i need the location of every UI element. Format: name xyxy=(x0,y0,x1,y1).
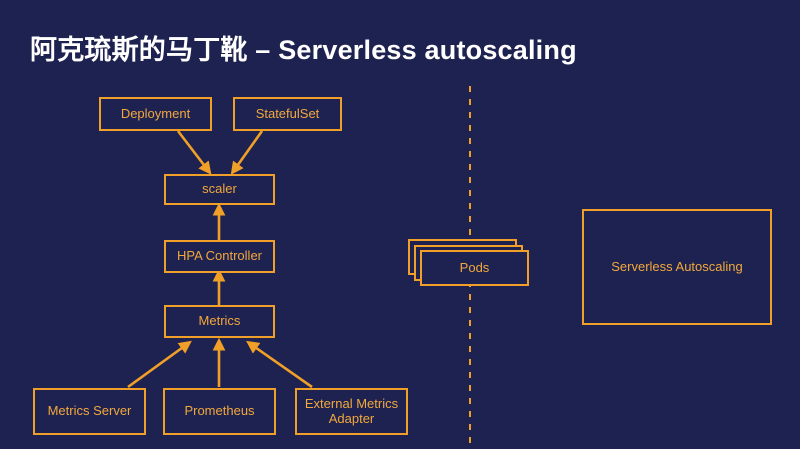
node-prometheus[interactable]: Prometheus xyxy=(163,388,276,435)
node-serverless-autoscaling[interactable]: Serverless Autoscaling xyxy=(582,209,772,325)
node-scaler[interactable]: scaler xyxy=(164,174,275,205)
node-prometheus-label: Prometheus xyxy=(184,403,255,419)
node-pods-label: Pods xyxy=(459,259,490,275)
node-metrics-label: Metrics xyxy=(198,313,241,329)
page-title: 阿克琉斯的马丁靴 – Serverless autoscaling xyxy=(30,35,577,65)
edge-metricsserver-metrics xyxy=(127,340,192,389)
node-deployment-label: Deployment xyxy=(120,105,191,121)
node-external-metrics-adapter-label: External Metrics Adapter xyxy=(304,395,399,426)
edge-deployment-scaler xyxy=(176,130,212,175)
node-metrics[interactable]: Metrics xyxy=(164,305,275,338)
edge-statefulset-scaler xyxy=(230,130,264,175)
node-serverless-autoscaling-label: Serverless Autoscaling xyxy=(611,258,743,274)
node-hpa-controller[interactable]: HPA Controller xyxy=(164,240,275,273)
node-pods[interactable]: Pods xyxy=(420,250,529,286)
node-statefulset-label: StatefulSet xyxy=(255,105,320,121)
node-scaler-label: scaler xyxy=(202,181,237,197)
node-external-metrics-adapter[interactable]: External Metrics Adapter xyxy=(295,388,408,435)
node-metrics-server-label: Metrics Server xyxy=(47,403,132,419)
node-hpa-controller-label: HPA Controller xyxy=(176,248,262,264)
node-deployment[interactable]: Deployment xyxy=(99,97,212,131)
node-metrics-server[interactable]: Metrics Server xyxy=(33,388,146,435)
edge-externaladapter-metrics xyxy=(246,340,313,389)
node-statefulset[interactable]: StatefulSet xyxy=(233,97,342,131)
